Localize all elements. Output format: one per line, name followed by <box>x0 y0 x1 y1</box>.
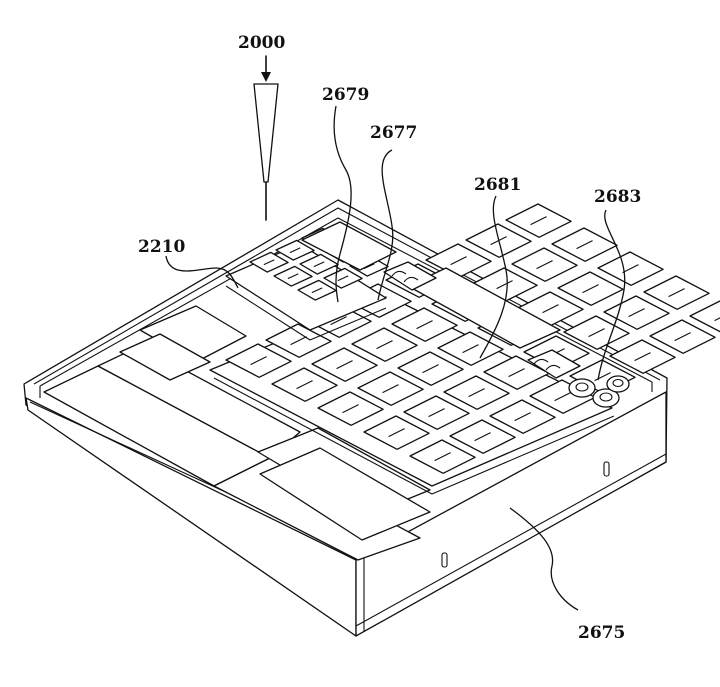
cell-slot <box>428 408 445 418</box>
cell-slot <box>416 320 433 330</box>
cell-slot <box>311 287 323 294</box>
cell-slot <box>462 344 479 354</box>
cell-slot <box>468 388 485 398</box>
cell-slot <box>542 304 559 314</box>
cell-slot <box>289 247 301 254</box>
cell-slot <box>474 432 491 442</box>
cell-slot <box>594 372 611 382</box>
cell-slot <box>330 316 347 326</box>
cell-slot <box>336 360 353 370</box>
cell-slot <box>422 364 439 374</box>
cartridge-cell <box>689 300 720 333</box>
label-2000: 2000 <box>238 33 285 53</box>
cell-slot <box>450 256 467 266</box>
cell-slot <box>434 452 451 462</box>
label-2675: 2675 <box>578 623 625 643</box>
cell-slot <box>337 275 349 282</box>
label-2681: 2681 <box>474 175 521 195</box>
well-cluster <box>568 375 630 408</box>
leader-lines <box>165 105 626 611</box>
cell-slot <box>263 259 275 266</box>
cell-slot <box>342 404 359 414</box>
cell-slot <box>576 240 593 250</box>
cell-slot <box>496 280 513 290</box>
label-2683: 2683 <box>594 187 641 207</box>
cell-slot <box>388 428 405 438</box>
cell-slot <box>296 380 313 390</box>
cell-slot <box>668 288 685 298</box>
label-2679: 2679 <box>322 85 369 105</box>
label-2677: 2677 <box>370 123 417 143</box>
cell-slot <box>376 340 393 350</box>
cell-slot <box>514 412 531 422</box>
cell-slot <box>714 317 720 322</box>
cell-slot <box>554 392 571 402</box>
cell-slot <box>588 328 605 338</box>
reference-labels: 2000 2679 2677 2681 2683 2210 2675 <box>138 33 641 643</box>
cell-slot <box>508 368 525 378</box>
cell-slot <box>313 261 325 268</box>
cell-slot <box>536 260 553 270</box>
cell-slot <box>634 352 651 362</box>
cell-slot <box>628 308 645 318</box>
cell-slot <box>530 216 547 226</box>
cell-slot <box>290 336 307 346</box>
pipette-tip <box>253 55 279 221</box>
cell-slot <box>622 264 639 274</box>
cell-slot <box>674 332 691 342</box>
cell-slot <box>250 356 267 366</box>
cell-slot <box>582 284 599 294</box>
back-compartments <box>301 221 581 379</box>
cell-slot <box>382 384 399 394</box>
left-plates <box>43 305 431 561</box>
label-2210: 2210 <box>138 237 185 257</box>
cell-slot <box>287 273 299 280</box>
